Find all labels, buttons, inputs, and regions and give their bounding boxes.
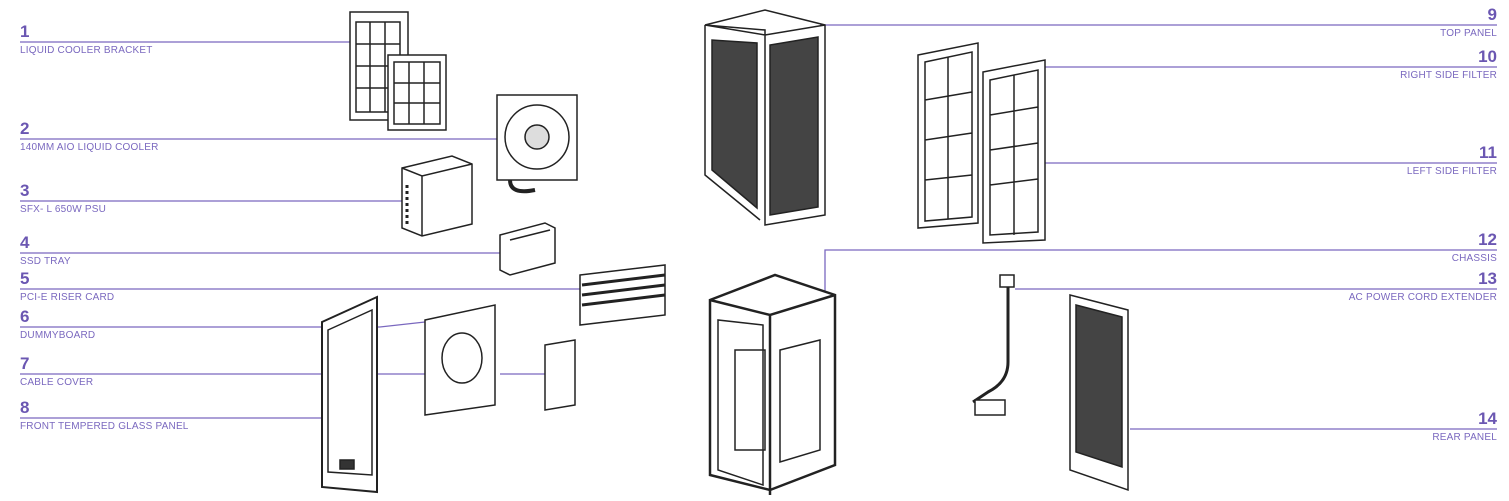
- aio-liquid-cooler-drawing: [496, 94, 578, 194]
- power-cord-drawing: [972, 274, 1015, 416]
- front-glass-panel-drawing: [321, 295, 378, 494]
- pcie-riser-drawing: [579, 264, 666, 326]
- leader-6b: [379, 321, 426, 328]
- psu-drawing: [401, 155, 473, 237]
- ssd-tray-drawing: [499, 222, 556, 276]
- rear-panel-drawing: [1069, 294, 1129, 492]
- leader-12: [824, 249, 1497, 292]
- leader-lines: [20, 24, 1497, 430]
- side-filters-drawing: [917, 42, 1046, 244]
- dummyboard-drawing: [424, 304, 496, 416]
- cable-cover-drawing: [544, 339, 576, 411]
- chassis-drawing: [708, 273, 837, 495]
- liquid-cooler-bracket-drawing: [349, 11, 447, 131]
- top-panel-drawing: [704, 9, 826, 226]
